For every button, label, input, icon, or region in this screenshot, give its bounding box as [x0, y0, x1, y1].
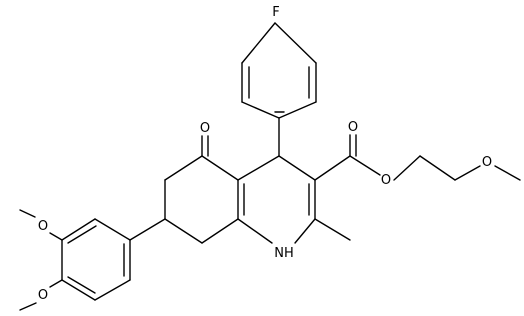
carbonyl-oxygen-label: O	[348, 120, 358, 135]
ether-oxygen-label: O	[482, 155, 492, 170]
atom-labels: F O O O O NH O O	[38, 5, 492, 303]
ketone-oxygen-label: O	[200, 121, 210, 136]
bond-skeleton	[19, 22, 521, 311]
methoxy-oxygen-1-label: O	[38, 219, 48, 234]
fluorine-label: F	[272, 5, 279, 20]
methoxy-oxygen-2-label: O	[38, 288, 48, 303]
ester-oxygen-label: O	[381, 173, 391, 188]
amine-label: NH	[274, 246, 294, 261]
